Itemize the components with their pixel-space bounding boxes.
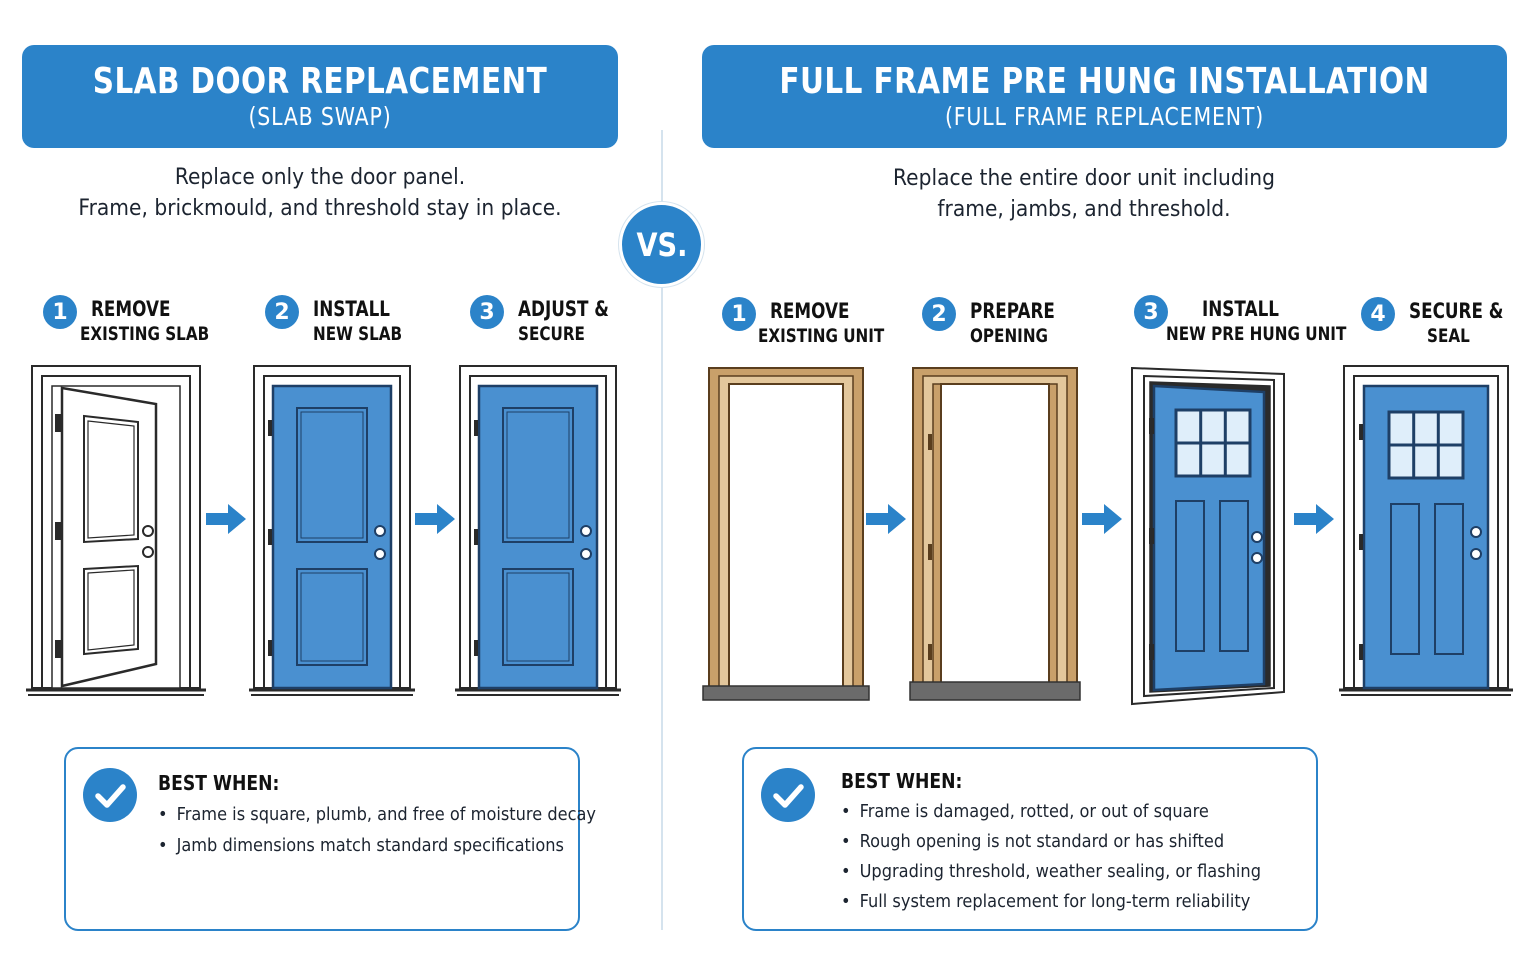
step-number-badge: 3 — [1134, 295, 1168, 329]
step-number-badge: 4 — [1361, 297, 1395, 331]
check-icon — [83, 768, 137, 822]
step-title: INSTALL — [1202, 297, 1279, 321]
step-subtitle: EXISTING SLAB — [80, 323, 210, 345]
step-number-badge: 1 — [722, 297, 756, 331]
list-item: Frame is damaged, rotted, or out of squa… — [841, 797, 1261, 827]
step-title: SECURE & — [1409, 299, 1504, 323]
arrow-right-icon — [866, 504, 906, 534]
center-divider — [661, 130, 663, 930]
step-title: REMOVE — [770, 299, 850, 323]
left-best-when-card: BEST WHEN: Frame is square, plumb, and f… — [64, 747, 596, 931]
right-desc-line1: Replace the entire door unit including — [893, 166, 1275, 191]
arrow-right-icon — [415, 504, 455, 534]
right-best-when-card: BEST WHEN: Frame is damaged, rotted, or … — [742, 747, 1318, 931]
step-subtitle: SEAL — [1427, 325, 1470, 347]
arrow-right-icon — [206, 504, 246, 534]
left-desc-line2: Frame, brickmould, and threshold stay in… — [78, 196, 562, 221]
left-best-when-title: BEST WHEN: — [158, 771, 280, 795]
arrow-right-icon — [1082, 504, 1122, 534]
door-illustration-new-slab — [249, 365, 415, 696]
step-title: PREPARE — [970, 299, 1055, 323]
left-title-banner: SLAB DOOR REPLACEMENT (SLAB SWAP) — [22, 45, 618, 148]
door-illustration-secured-unit — [1339, 365, 1513, 696]
left-description: Replace only the door panel. Frame, bric… — [46, 162, 594, 224]
right-step-4: 4 SECURE &SEAL — [1361, 297, 1527, 349]
list-item: Frame is square, plumb, and free of mois… — [158, 799, 596, 830]
step-subtitle: NEW SLAB — [313, 323, 403, 345]
frame-illustration-removed-unit — [702, 367, 870, 701]
left-best-when-list: Frame is square, plumb, and free of mois… — [158, 799, 645, 861]
step-subtitle: SECURE — [518, 323, 585, 345]
list-item: Rough opening is not standard or has shi… — [841, 827, 1261, 857]
step-number-badge: 2 — [265, 295, 299, 329]
step-number-badge: 2 — [922, 297, 956, 331]
right-title-banner: FULL FRAME PRE HUNG INSTALLATION (FULL F… — [702, 45, 1507, 148]
door-illustration-open-slab — [26, 365, 206, 696]
step-subtitle: NEW PRE HUNG UNIT — [1166, 323, 1347, 345]
frame-illustration-prepared-opening — [909, 367, 1081, 701]
left-step-3: 3 ADJUST &SECURE — [470, 295, 632, 347]
left-desc-line1: Replace only the door panel. — [174, 165, 466, 190]
door-illustration-prehung-unit — [1131, 366, 1285, 706]
step-title: ADJUST & — [518, 297, 609, 321]
step-number-badge: 3 — [470, 295, 504, 329]
arrow-right-icon — [1294, 504, 1334, 534]
list-item: Upgrading threshold, weather sealing, or… — [841, 857, 1261, 887]
right-description: Replace the entire door unit including f… — [808, 163, 1360, 225]
right-title: FULL FRAME PRE HUNG INSTALLATION — [779, 60, 1430, 102]
left-title: SLAB DOOR REPLACEMENT — [92, 60, 548, 102]
step-subtitle: OPENING — [970, 325, 1049, 347]
right-best-when-title: BEST WHEN: — [841, 769, 963, 793]
right-best-when-list: Frame is damaged, rotted, or out of squa… — [841, 797, 1308, 917]
right-desc-line2: frame, jambs, and threshold. — [937, 197, 1231, 222]
right-subtitle: (FULL FRAME REPLACEMENT) — [944, 101, 1265, 131]
step-subtitle: EXISTING UNIT — [758, 325, 885, 347]
step-number-badge: 1 — [43, 295, 77, 329]
vs-badge: VS. — [619, 202, 704, 287]
left-subtitle: (SLAB SWAP) — [248, 101, 392, 131]
door-illustration-secured-slab — [455, 365, 621, 696]
check-icon — [761, 768, 815, 822]
list-item: Jamb dimensions match standard specifica… — [158, 830, 596, 861]
list-item: Full system replacement for long-term re… — [841, 887, 1261, 917]
vs-label: VS. — [636, 225, 687, 264]
step-title: REMOVE — [91, 297, 171, 321]
step-title: INSTALL — [313, 297, 390, 321]
